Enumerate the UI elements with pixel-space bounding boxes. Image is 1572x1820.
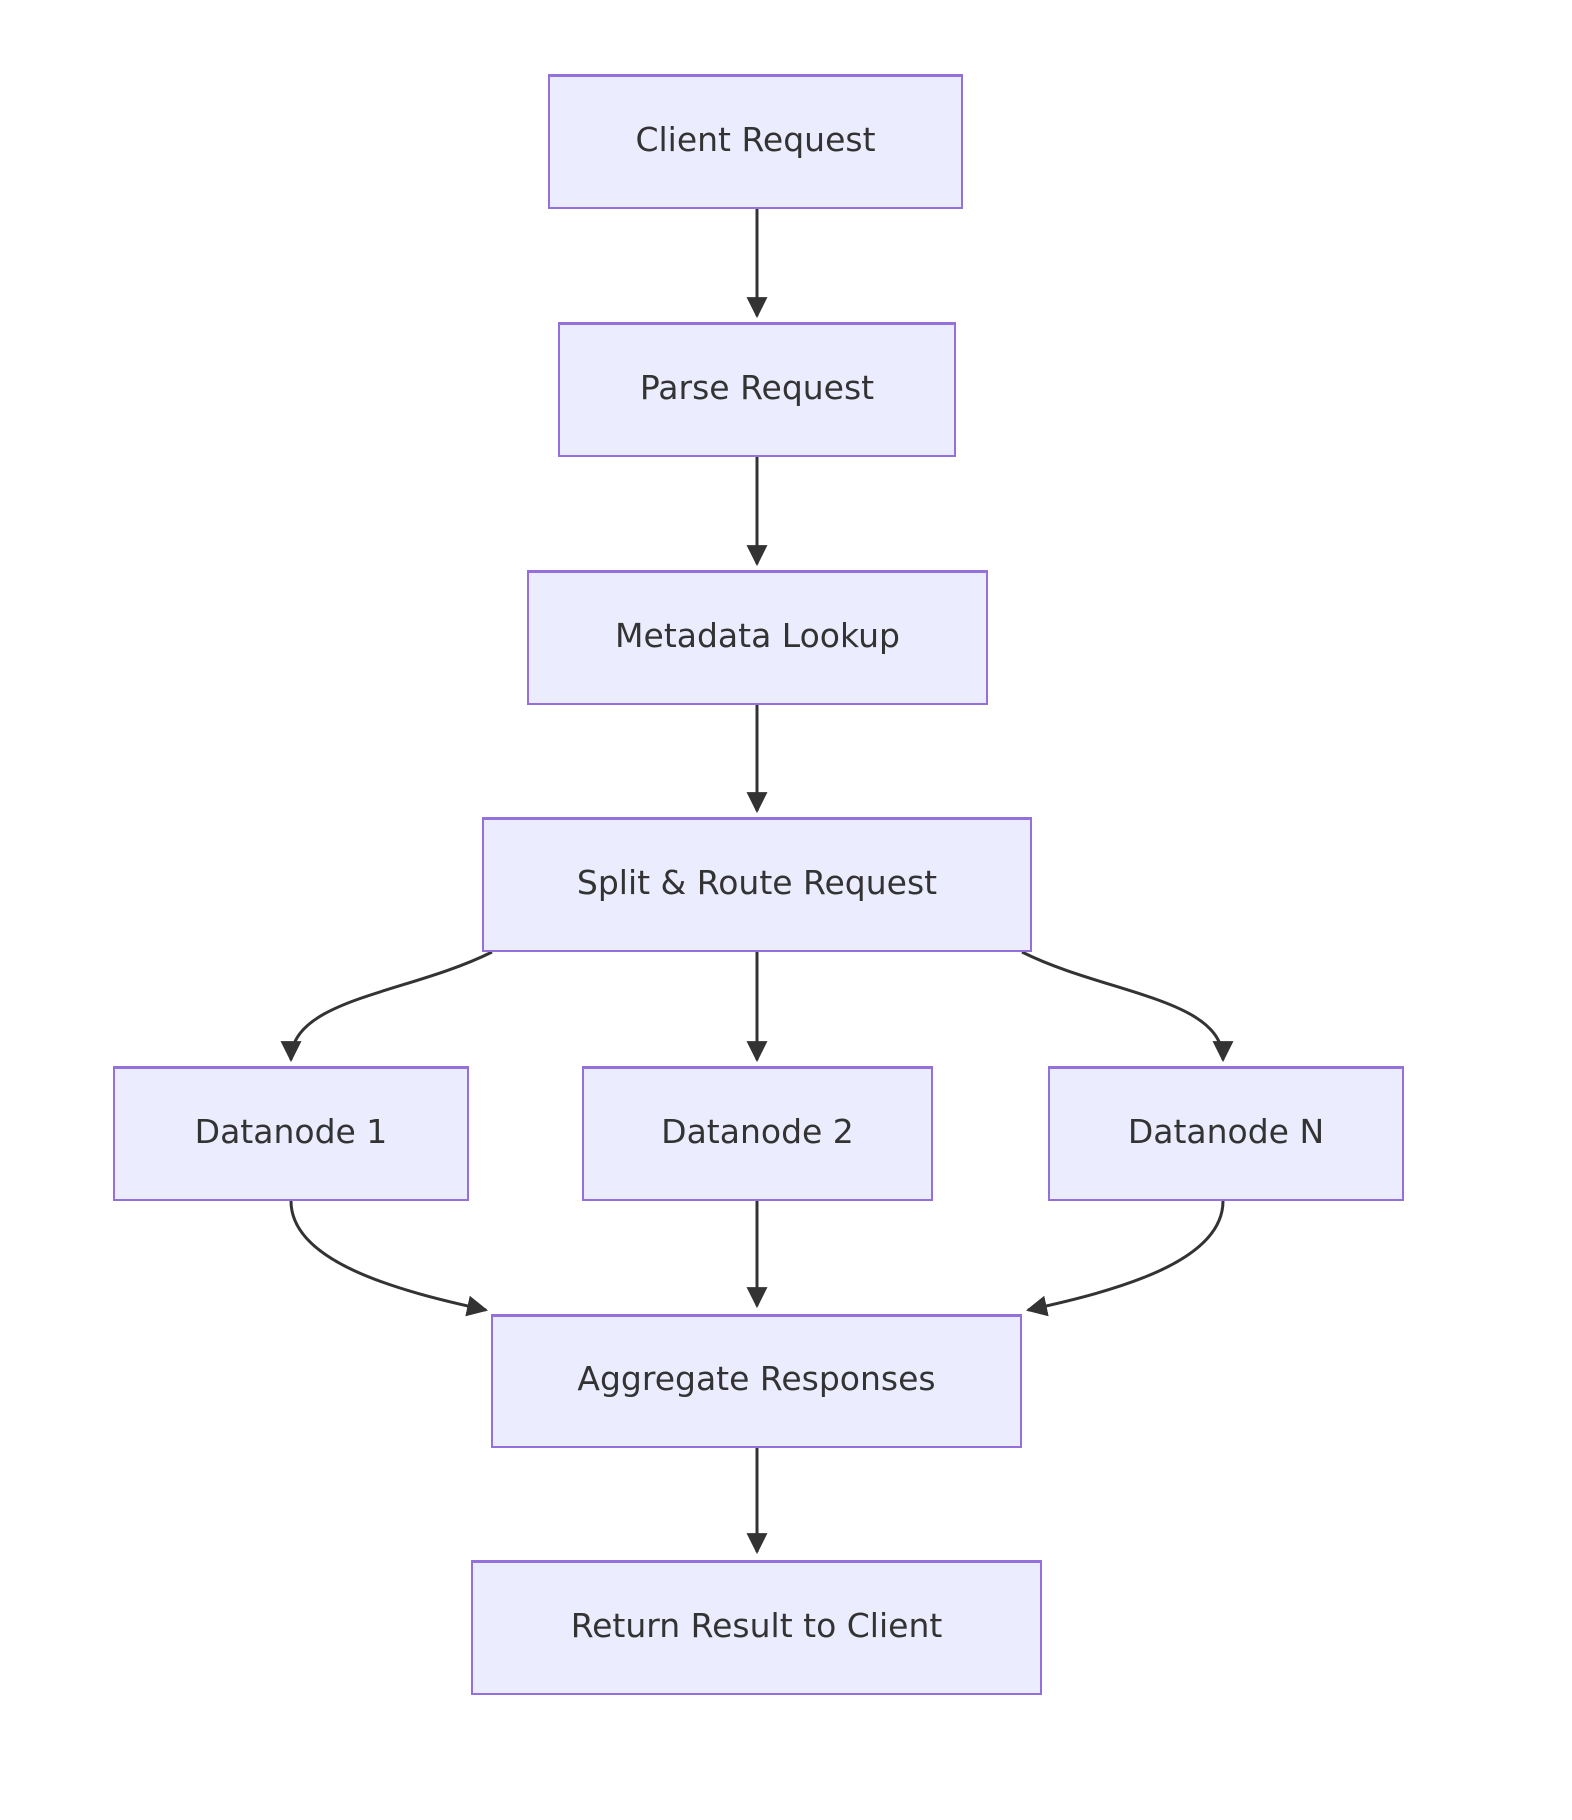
node-split-route-request-label: Split & Route Request [576, 862, 938, 902]
node-client-request: Client Request [548, 74, 963, 209]
node-parse-request-label: Parse Request [639, 367, 875, 407]
node-datanode-2: Datanode 2 [582, 1066, 933, 1201]
node-datanode-n: Datanode N [1048, 1066, 1404, 1201]
node-aggregate-responses: Aggregate Responses [491, 1314, 1022, 1448]
edge-split-to-datanode1 [280, 950, 493, 1063]
node-datanode-n-label: Datanode N [1127, 1111, 1325, 1151]
node-client-request-label: Client Request [635, 119, 876, 159]
edge-datanode1-to-aggregate [289, 1200, 489, 1317]
node-split-route-request: Split & Route Request [482, 817, 1032, 952]
edge-datanodeN-to-aggregate [1025, 1200, 1225, 1317]
node-datanode-1: Datanode 1 [113, 1066, 469, 1201]
node-metadata-lookup: Metadata Lookup [527, 570, 988, 705]
node-return-result-to-client-label: Return Result to Client [570, 1605, 943, 1645]
node-datanode-1-label: Datanode 1 [194, 1111, 388, 1151]
edge-split-to-datanodeN [1021, 950, 1234, 1063]
node-datanode-2-label: Datanode 2 [661, 1111, 854, 1151]
node-aggregate-responses-label: Aggregate Responses [577, 1359, 936, 1398]
node-parse-request: Parse Request [558, 322, 956, 457]
node-metadata-lookup-label: Metadata Lookup [615, 615, 900, 655]
node-return-result-to-client: Return Result to Client [471, 1560, 1042, 1695]
